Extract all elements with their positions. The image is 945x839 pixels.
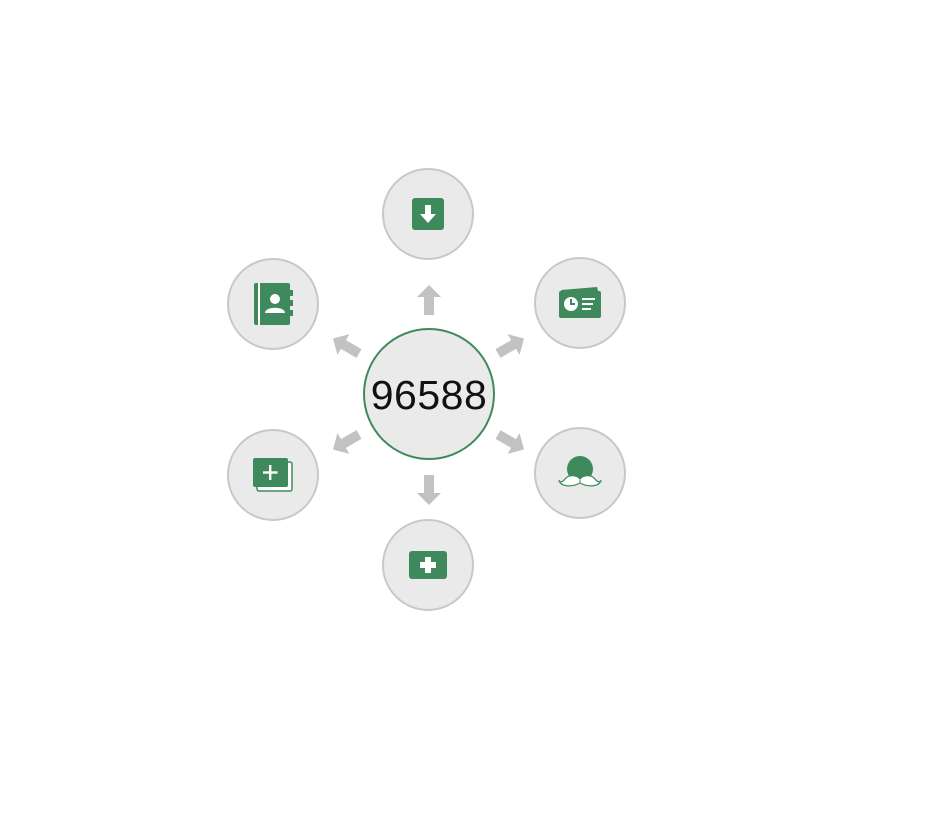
center-value: 96588	[370, 371, 488, 418]
node-medical-plus[interactable]	[382, 519, 474, 611]
arrow-to-upper-right	[495, 334, 524, 358]
node-contacts-book[interactable]	[227, 258, 319, 350]
download-icon	[411, 197, 445, 231]
contacts-book-icon	[252, 282, 294, 326]
arrow-to-bottom	[417, 475, 441, 505]
add-card-icon	[252, 457, 294, 493]
arrow-to-lower-left	[333, 430, 362, 454]
medical-plus-icon	[408, 549, 448, 581]
node-mustache-avatar[interactable]	[534, 427, 626, 519]
arrow-to-upper-left	[333, 334, 362, 358]
time-card-icon	[557, 286, 603, 320]
node-add-card[interactable]	[227, 429, 319, 521]
arrow-to-lower-right	[495, 430, 524, 454]
node-download[interactable]	[382, 168, 474, 260]
center-node: 96588	[363, 328, 495, 460]
node-time-card[interactable]	[534, 257, 626, 349]
mustache-avatar-icon	[558, 455, 602, 491]
arrow-to-top	[417, 285, 441, 315]
